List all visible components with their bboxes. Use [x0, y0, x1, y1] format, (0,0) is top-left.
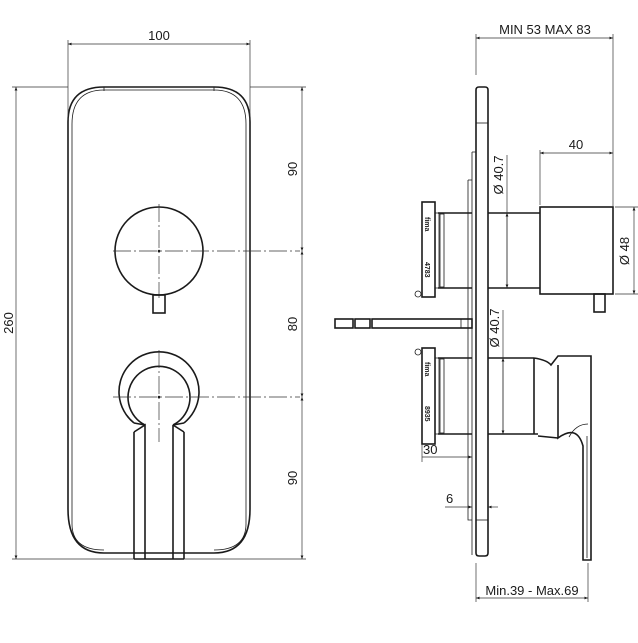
- lower-cap-code: 8935: [423, 406, 430, 422]
- segment-bottom-dimension: 90: [285, 471, 300, 485]
- cap-depth-dimension: 30: [423, 442, 437, 457]
- front-view: 100 260 90 80 90: [1, 28, 306, 560]
- lower-body-diameter-dimension: Ø 40.7: [487, 308, 502, 347]
- spindle-rod: [334, 318, 473, 329]
- depth-range-top-dimension: MIN 53 MAX 83: [499, 22, 591, 37]
- knob-pin: [152, 294, 166, 314]
- knob-depth-dimension: 40: [569, 137, 583, 152]
- cover-plate-inner-edge: [71, 89, 247, 524]
- upper-cap-brand: fima: [423, 217, 430, 232]
- height-dimension: 260: [1, 312, 16, 334]
- side-knob: [539, 206, 614, 295]
- width-dimension: 100: [148, 28, 170, 43]
- segment-middle-dimension: 80: [285, 317, 300, 331]
- side-view: fima 4783 fima 8935 MIN 53 MAX 83: [334, 22, 638, 602]
- depth-range-bottom-dimension: Min.39 - Max.69: [485, 583, 578, 598]
- plate-thickness-dimension: 6: [446, 491, 453, 506]
- upper-body-diameter-dimension: Ø 40.7: [491, 155, 506, 194]
- lower-cap-brand: fima: [423, 362, 430, 377]
- side-plate: [475, 86, 489, 557]
- cover-plate-outline: [67, 86, 251, 554]
- side-lever: [533, 355, 592, 561]
- diverter-lever: [118, 350, 200, 560]
- segment-top-dimension: 90: [285, 162, 300, 176]
- upper-cap-code: 4783: [423, 262, 430, 278]
- knob-diameter-dimension: Ø 48: [617, 237, 632, 265]
